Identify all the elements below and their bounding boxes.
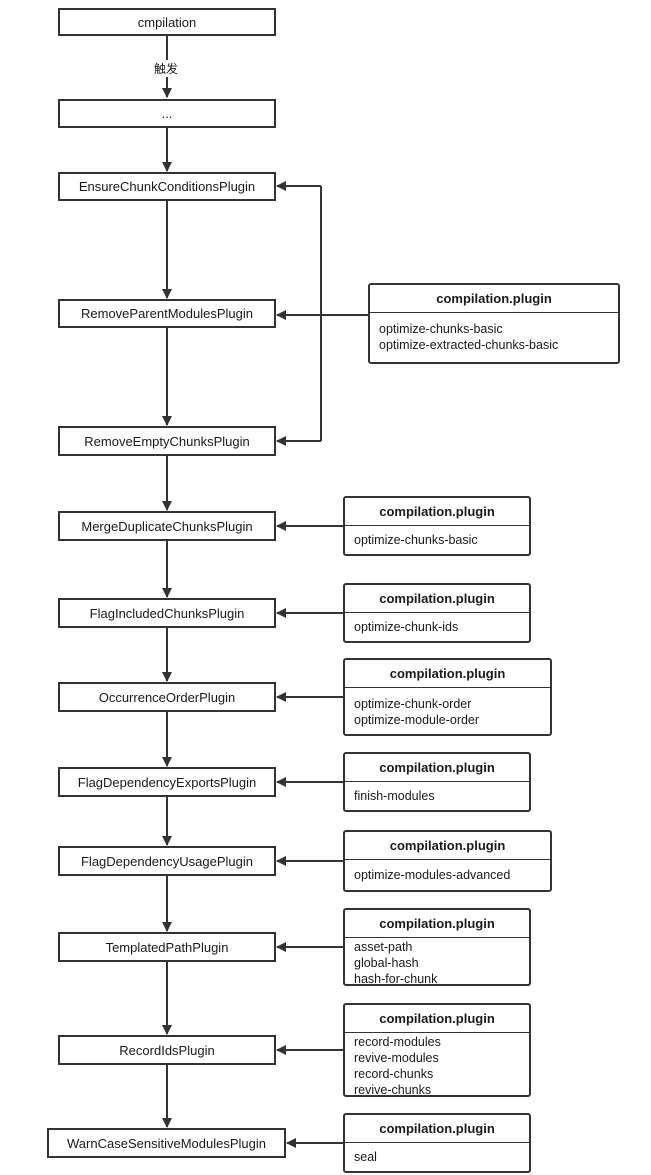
plugin-hook: record-chunks bbox=[354, 1067, 434, 1081]
ellipsis-node: ... bbox=[58, 99, 276, 128]
plugin-box-optimize-chunks-extracted: compilation.plugin optimize-chunks-basic… bbox=[368, 283, 620, 364]
plugin-hook: hash-for-chunk bbox=[354, 972, 438, 986]
node-ensure-chunk-conditions: EnsureChunkConditionsPlugin bbox=[58, 172, 276, 201]
node-merge-duplicate-chunks: MergeDuplicateChunksPlugin bbox=[58, 511, 276, 541]
plugin-box-title: compilation.plugin bbox=[370, 285, 618, 313]
plugin-box-optimize-chunks-basic: compilation.plugin optimize-chunks-basic bbox=[343, 496, 531, 556]
plugin-box-records: compilation.plugin record-modules revive… bbox=[343, 1003, 531, 1097]
plugin-hook: global-hash bbox=[354, 956, 419, 970]
plugin-box-seal: compilation.plugin seal bbox=[343, 1113, 531, 1173]
plugin-box-optimize-modules-advanced: compilation.plugin optimize-modules-adva… bbox=[343, 830, 552, 892]
plugin-hook: finish-modules bbox=[354, 789, 435, 803]
node-templated-path: TemplatedPathPlugin bbox=[58, 932, 276, 962]
plugin-hook: optimize-module-order bbox=[354, 713, 480, 727]
plugin-hook: revive-modules bbox=[354, 1051, 439, 1065]
plugin-hook: record-modules bbox=[354, 1035, 441, 1049]
plugin-hook: optimize-chunk-ids bbox=[354, 620, 459, 634]
plugin-hook: optimize-chunks-basic bbox=[379, 322, 503, 336]
plugin-box-finish-modules: compilation.plugin finish-modules bbox=[343, 752, 531, 812]
plugin-hook: optimize-chunk-order bbox=[354, 697, 472, 711]
plugin-box-title: compilation.plugin bbox=[345, 1005, 529, 1033]
plugin-hook: optimize-chunks-basic bbox=[354, 533, 478, 547]
trigger-label: 触发 bbox=[153, 60, 180, 77]
node-occurrence-order: OccurrenceOrderPlugin bbox=[58, 682, 276, 712]
plugin-box-title: compilation.plugin bbox=[345, 754, 529, 782]
plugin-hook: revive-chunks bbox=[354, 1083, 432, 1097]
node-flag-dependency-exports: FlagDependencyExportsPlugin bbox=[58, 767, 276, 797]
node-record-ids: RecordIdsPlugin bbox=[58, 1035, 276, 1065]
plugin-box-optimize-chunk-ids: compilation.plugin optimize-chunk-ids bbox=[343, 583, 531, 643]
node-flag-dependency-usage: FlagDependencyUsagePlugin bbox=[58, 846, 276, 876]
plugin-box-asset-hash: compilation.plugin asset-path global-has… bbox=[343, 908, 531, 986]
node-remove-parent-modules: RemoveParentModulesPlugin bbox=[58, 299, 276, 328]
plugin-hook: optimize-extracted-chunks-basic bbox=[379, 338, 559, 352]
node-remove-empty-chunks: RemoveEmptyChunksPlugin bbox=[58, 426, 276, 456]
plugin-box-optimize-order: compilation.plugin optimize-chunk-order … bbox=[343, 658, 552, 736]
plugin-box-title: compilation.plugin bbox=[345, 910, 529, 938]
plugin-hook: asset-path bbox=[354, 940, 413, 954]
plugin-box-title: compilation.plugin bbox=[345, 585, 529, 613]
plugin-hook: optimize-modules-advanced bbox=[354, 868, 511, 882]
plugin-box-title: compilation.plugin bbox=[345, 660, 550, 688]
start-node: cmpilation bbox=[58, 8, 276, 36]
plugin-box-title: compilation.plugin bbox=[345, 1115, 529, 1143]
plugin-box-title: compilation.plugin bbox=[345, 498, 529, 526]
node-warn-case-sensitive-modules: WarnCaseSensitiveModulesPlugin bbox=[47, 1128, 286, 1158]
node-flag-included-chunks: FlagIncludedChunksPlugin bbox=[58, 598, 276, 628]
plugin-box-title: compilation.plugin bbox=[345, 832, 550, 860]
plugin-hook: seal bbox=[354, 1150, 377, 1164]
